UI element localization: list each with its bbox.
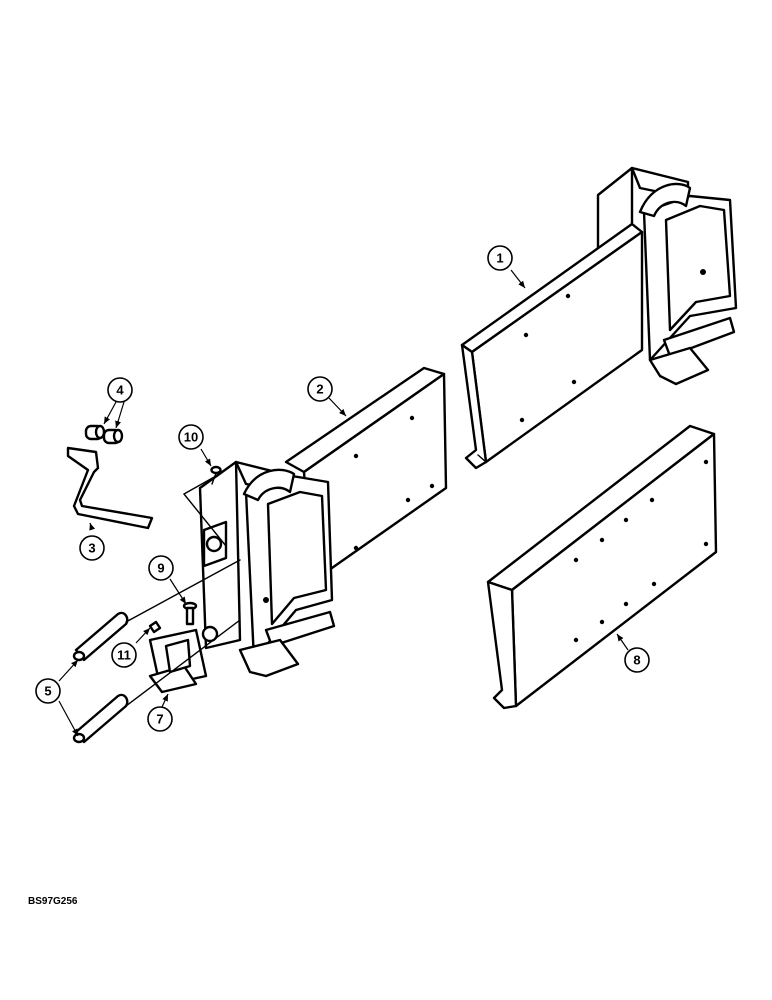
part-9-bolt	[182, 601, 198, 626]
svg-text:2: 2	[316, 382, 323, 397]
svg-text:5: 5	[44, 684, 51, 699]
part-5-pins	[72, 611, 129, 744]
svg-text:10: 10	[184, 430, 198, 445]
callout-11: 11	[111, 642, 137, 668]
svg-text:4: 4	[116, 383, 124, 398]
part-3-handle	[66, 446, 154, 530]
callout-2: 2	[307, 376, 333, 402]
part-10-screw	[210, 465, 222, 485]
part-11-fitting	[148, 620, 162, 634]
svg-text:3: 3	[88, 541, 95, 556]
callout-4: 4	[107, 377, 133, 403]
part-1-channel-with-bracket	[460, 166, 738, 470]
leader-lines	[58, 269, 629, 737]
callout-10: 10	[178, 424, 204, 450]
callout-3: 3	[79, 535, 105, 561]
part-7-latch	[148, 628, 208, 694]
part-4-bushings	[84, 424, 124, 445]
svg-text:8: 8	[633, 653, 640, 668]
svg-text:9: 9	[157, 561, 164, 576]
callout-7: 7	[147, 706, 173, 732]
callout-8: 8	[624, 647, 650, 673]
drawing-code: BS97G256	[28, 896, 78, 907]
assembly-lines	[125, 475, 241, 707]
part-2-channel-with-bracket	[198, 366, 448, 678]
callout-1: 1	[487, 245, 513, 271]
svg-text:1: 1	[496, 251, 503, 266]
callout-9: 9	[148, 555, 174, 581]
callout-5: 5	[35, 678, 61, 704]
svg-text:11: 11	[117, 648, 131, 663]
part-8-channel	[486, 424, 718, 710]
svg-text:7: 7	[156, 712, 163, 727]
